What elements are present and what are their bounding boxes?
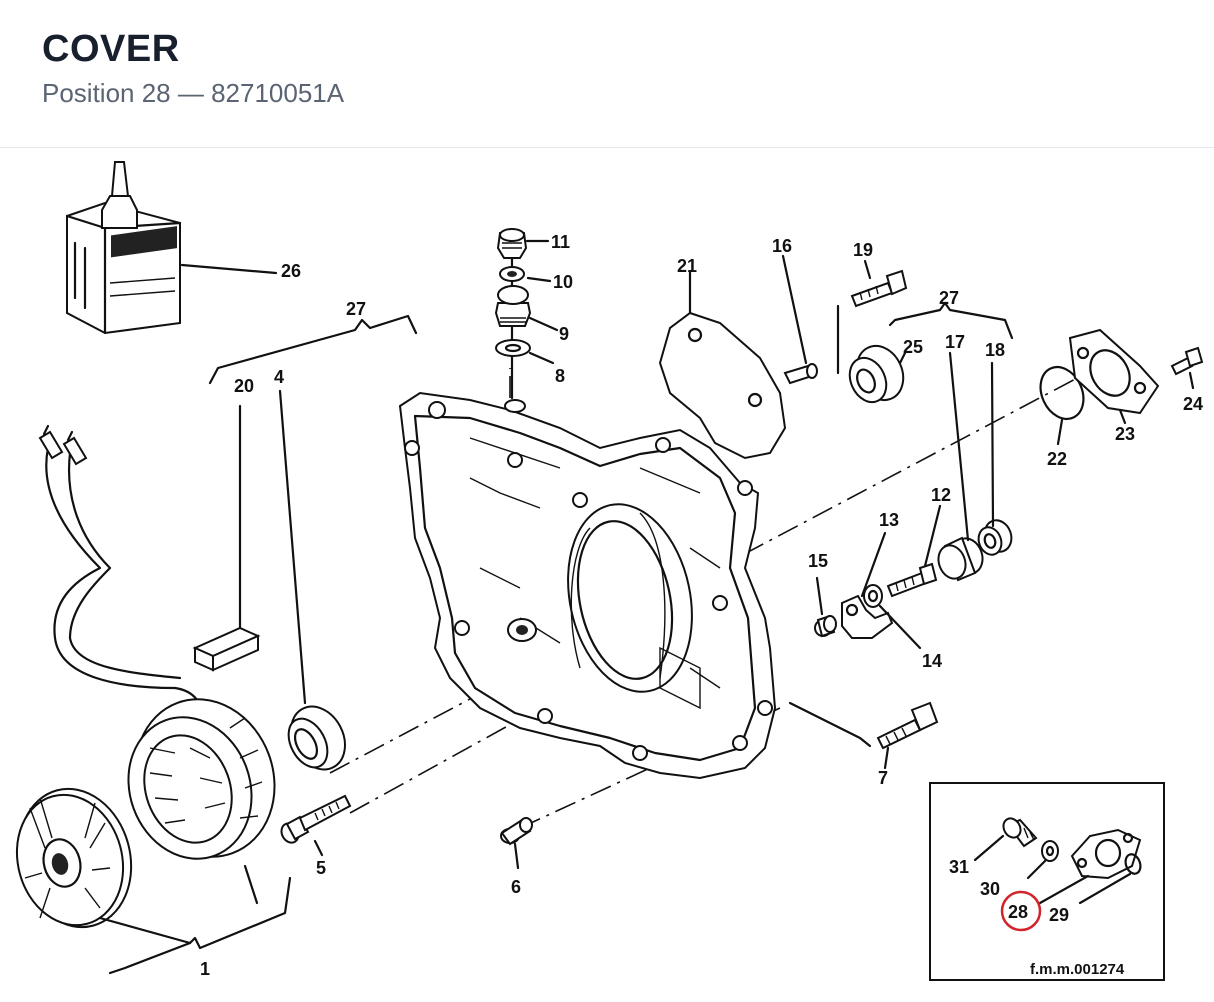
label-6: 6 xyxy=(511,877,521,897)
bracket-1 xyxy=(108,876,292,975)
key-20 xyxy=(192,404,261,672)
label-27-left: 27 xyxy=(346,299,366,319)
label-9: 9 xyxy=(559,324,569,344)
screw-16 xyxy=(781,254,818,385)
flywheel-rotor-1 xyxy=(15,787,133,929)
bolt-7 xyxy=(788,701,939,770)
bracket-27-left xyxy=(208,314,418,385)
flange-28 xyxy=(1038,828,1142,905)
label-17: 17 xyxy=(945,332,965,352)
screw-24 xyxy=(1170,346,1204,390)
bolt-5 xyxy=(280,794,352,857)
label-30: 30 xyxy=(980,879,1000,899)
bushing-17 xyxy=(937,351,984,582)
label-4: 4 xyxy=(274,367,284,387)
inset-box: 28 29 30 31 f.m.m.001274 xyxy=(929,782,1165,981)
loxeal-sealant-bottle: LOXEAL xyxy=(65,161,278,335)
label-15: 15 xyxy=(808,551,828,571)
stator-harness-wires xyxy=(38,424,212,725)
label-11: 11 xyxy=(551,232,570,252)
position-28-highlight-circle xyxy=(1000,890,1042,932)
washer-14 xyxy=(863,584,922,650)
seal-18 xyxy=(977,361,1013,556)
flange-23 xyxy=(1068,328,1160,425)
label-22: 22 xyxy=(1047,449,1067,469)
bolt-19 xyxy=(836,259,908,375)
exploded-parts-diagram: LOXEAL 26 27 20 4 xyxy=(0,148,1214,997)
stator-1 xyxy=(127,698,276,860)
label-29: 29 xyxy=(1049,905,1069,925)
label-23: 23 xyxy=(1115,424,1135,444)
spacer-15 xyxy=(814,576,837,638)
label-21: 21 xyxy=(677,256,697,276)
filler-plug-stack xyxy=(494,228,559,400)
loxeal-label xyxy=(111,226,177,258)
bracket-27-right xyxy=(888,301,1014,340)
screw-12 xyxy=(886,504,942,598)
label-19: 19 xyxy=(853,240,873,260)
label-18: 18 xyxy=(985,340,1005,360)
label-28: 28 xyxy=(1008,902,1028,922)
label-8: 8 xyxy=(555,366,565,386)
dowel-6 xyxy=(500,817,533,870)
label-10: 10 xyxy=(553,272,573,292)
bearing-4 xyxy=(278,389,346,771)
label-13: 13 xyxy=(879,510,899,530)
label-16: 16 xyxy=(772,236,792,256)
o-ring-29 xyxy=(1078,853,1142,905)
label-14: 14 xyxy=(922,651,942,671)
label-12: 12 xyxy=(931,485,951,505)
page-subtitle: Position 28 — 82710051A xyxy=(42,78,345,108)
bracket-13 xyxy=(841,531,894,639)
label-5: 5 xyxy=(316,858,326,878)
label-26: 26 xyxy=(281,261,301,281)
loxeal-logo-text: LOXEAL xyxy=(118,260,172,282)
reference-code: f.m.m.001274 xyxy=(1030,961,1125,978)
o-ring-22 xyxy=(1039,366,1085,446)
label-31: 31 xyxy=(949,857,969,877)
page-title: COVER xyxy=(42,28,180,70)
label-24: 24 xyxy=(1183,394,1203,414)
page-header: COVER Position 28 — 82710051A xyxy=(0,0,1214,148)
plate-21 xyxy=(658,269,787,460)
diagram-svg: LOXEAL 26 27 20 4 xyxy=(15,161,1204,981)
engine-cover-casting xyxy=(398,391,777,780)
label-7: 7 xyxy=(878,768,888,788)
screw-31 xyxy=(973,817,1038,862)
label-1: 1 xyxy=(200,959,210,979)
label-25: 25 xyxy=(903,337,923,357)
label-27-right: 27 xyxy=(939,288,959,308)
seal-25 xyxy=(848,344,907,404)
washer-30 xyxy=(1026,840,1059,880)
label-20: 20 xyxy=(234,376,254,396)
